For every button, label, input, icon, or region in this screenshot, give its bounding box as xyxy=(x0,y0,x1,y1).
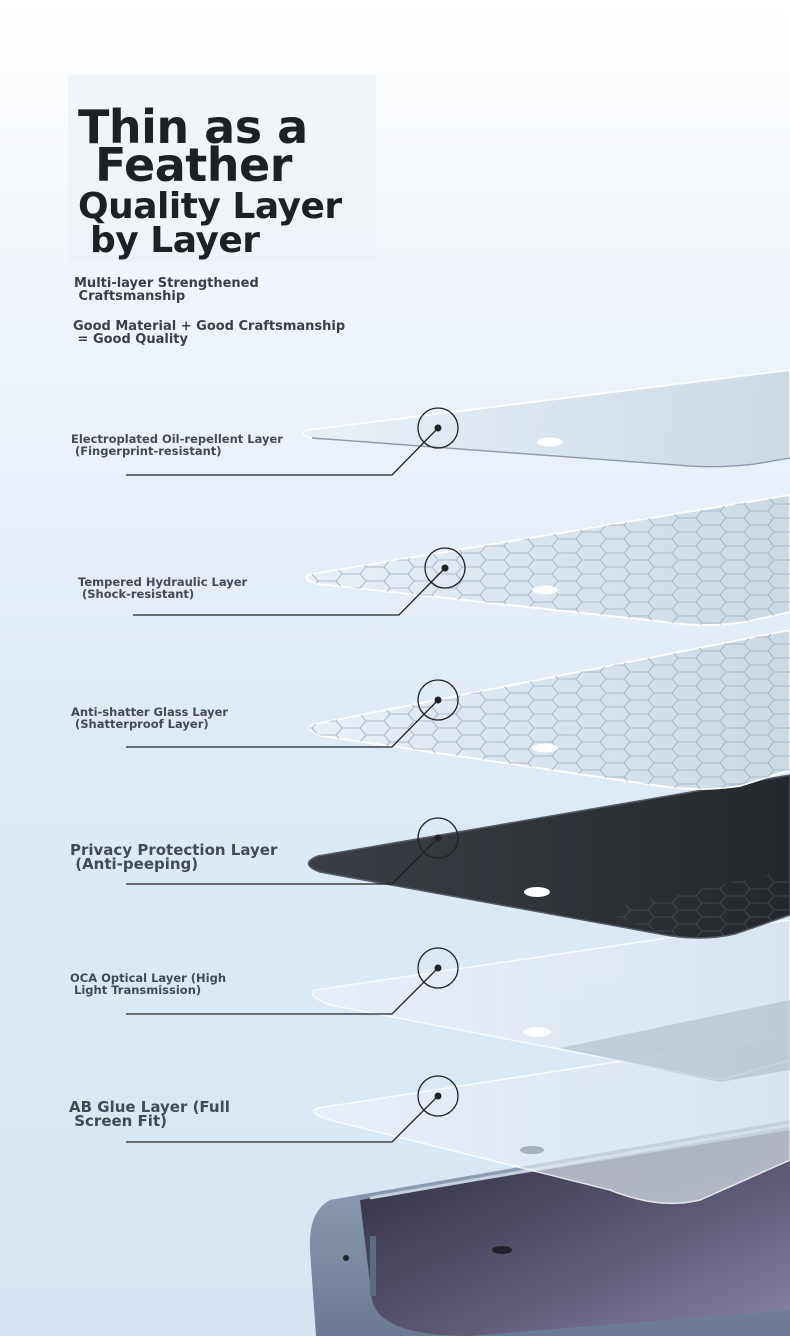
oca-optical-layer-sheet xyxy=(311,919,790,1082)
label-privacy-protection-layer: Privacy Protection Layer (Anti-peeping) xyxy=(70,841,278,873)
callout-privacy xyxy=(126,817,459,885)
callout-ab-glue xyxy=(126,1075,459,1143)
subtitle-craftsmanship: Multi-layer Strengthened Craftsmanship xyxy=(74,276,259,304)
headline-line-2: Feather xyxy=(95,138,292,192)
callout-oca xyxy=(126,947,459,1015)
ab-glue-layer-sheet xyxy=(312,1034,790,1205)
headline-line-1: Thin as a xyxy=(78,100,308,154)
subtitle-quality: Good Material + Good Craftsmanship = Goo… xyxy=(73,319,346,347)
privacy-layer-sheet xyxy=(307,774,790,939)
headline-line-4: by Layer xyxy=(90,220,260,261)
label-anti-shatter-glass-layer: Anti-shatter Glass Layer (Shatterproof L… xyxy=(71,705,229,731)
label-tempered-hydraulic-layer: Tempered Hydraulic Layer (Shock-resistan… xyxy=(78,575,248,601)
anti-shatter-glass-layer-sheet xyxy=(308,629,790,790)
callout-anti-shatter xyxy=(126,679,459,748)
label-oil-repellent-layer: Electroplated Oil-repellent Layer (Finge… xyxy=(71,432,283,458)
tempered-hydraulic-layer-sheet xyxy=(305,494,790,626)
headline-line-3: Quality Layer xyxy=(78,186,342,227)
callout-tempered-hydraulic xyxy=(133,547,466,616)
oil-repellent-layer-sheet xyxy=(302,369,790,468)
label-ab-glue-layer: AB Glue Layer (Full Screen Fit) xyxy=(69,1098,230,1130)
headline-backdrop xyxy=(68,74,376,262)
label-oca-optical-layer: OCA Optical Layer (High Light Transmissi… xyxy=(70,971,227,997)
callout-oil-repellent xyxy=(126,407,459,476)
